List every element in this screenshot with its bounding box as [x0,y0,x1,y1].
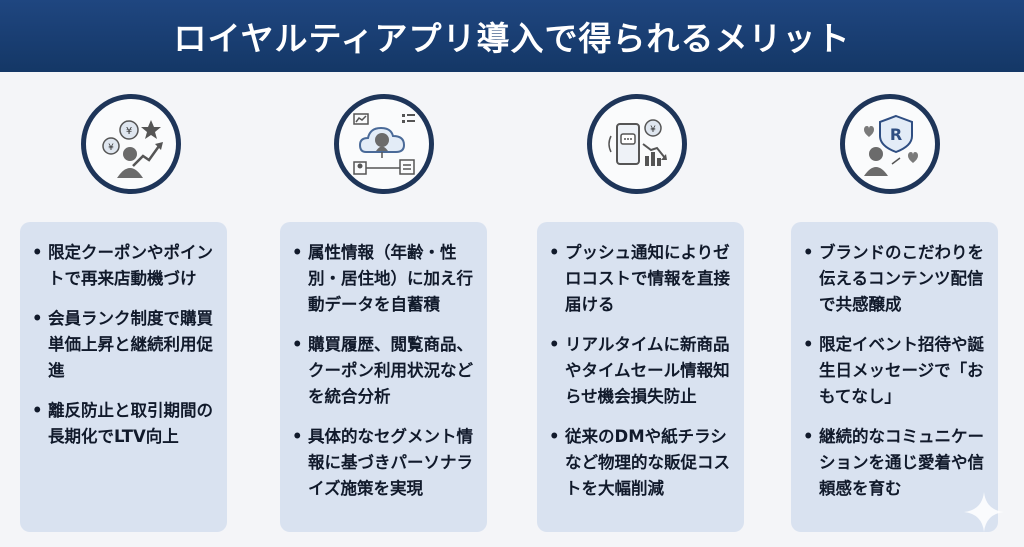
benefit-card-3: プッシュ通知によりゼロコストで情報を直接届ける リアルタイムに新商品やタイムセー… [537,222,744,532]
list-item: 継続的なコミュニケーションを通じ愛着や信頼感を育む [803,424,988,502]
list-item: 属性情報（年齢・性別・居住地）に加え行動データを自蓄積 [292,240,477,318]
list-item: 具体的なセグメント情報に基づきパーソナライズ施策を実現 [292,424,477,502]
yen-growth-person-icon: ¥ ¥ [81,94,181,194]
benefit-card-1: 限定クーポンやポイントで再来店動機づけ 会員ランク制度で購買単価上昇と継続利用促… [20,222,227,532]
list-item: 会員ランク制度で購買単価上昇と継続利用促進 [32,306,217,384]
cloud-data-profile-icon [334,94,434,194]
svg-text:¥: ¥ [108,143,114,153]
svg-text:¥: ¥ [650,125,656,135]
page-title: ロイヤルティアプリ導入で得られるメリット [173,19,851,58]
list-item: ブランドのこだわりを伝えるコンテンツ配信で共感醸成 [803,240,988,318]
list-item: リアルタイムに新商品やタイムセール情報知らせ機会損失防止 [549,332,734,410]
list-item: 従来のDMや紙チラシなど物理的な販促コストを大幅削減 [549,424,734,502]
list-item: 限定イベント招待や誕生日メッセージで「おもてなし」 [803,332,988,410]
list-item: 限定クーポンやポイントで再来店動機づけ [32,240,217,292]
brand-shield-hearts-icon: R [840,94,940,194]
svg-text:R: R [890,125,902,144]
benefit-card-2: 属性情報（年齢・性別・居住地）に加え行動データを自蓄積 購買履歴、閲覧商品、クー… [280,222,487,532]
benefit-card-4: ブランドのこだわりを伝えるコンテンツ配信で共感醸成 限定イベント招待や誕生日メッ… [791,222,998,532]
svg-text:¥: ¥ [126,126,132,137]
smartphone-push-cost-down-icon: ¥ [587,94,687,194]
list-item: 購買履歴、閲覧商品、クーポン利用状況などを統合分析 [292,332,477,410]
sparkle-icon [964,492,1004,532]
list-item: 離反防止と取引期間の長期化でLTV向上 [32,398,217,450]
list-item: プッシュ通知によりゼロコストで情報を直接届ける [549,240,734,318]
header-banner: ロイヤルティアプリ導入で得られるメリット [0,0,1024,72]
